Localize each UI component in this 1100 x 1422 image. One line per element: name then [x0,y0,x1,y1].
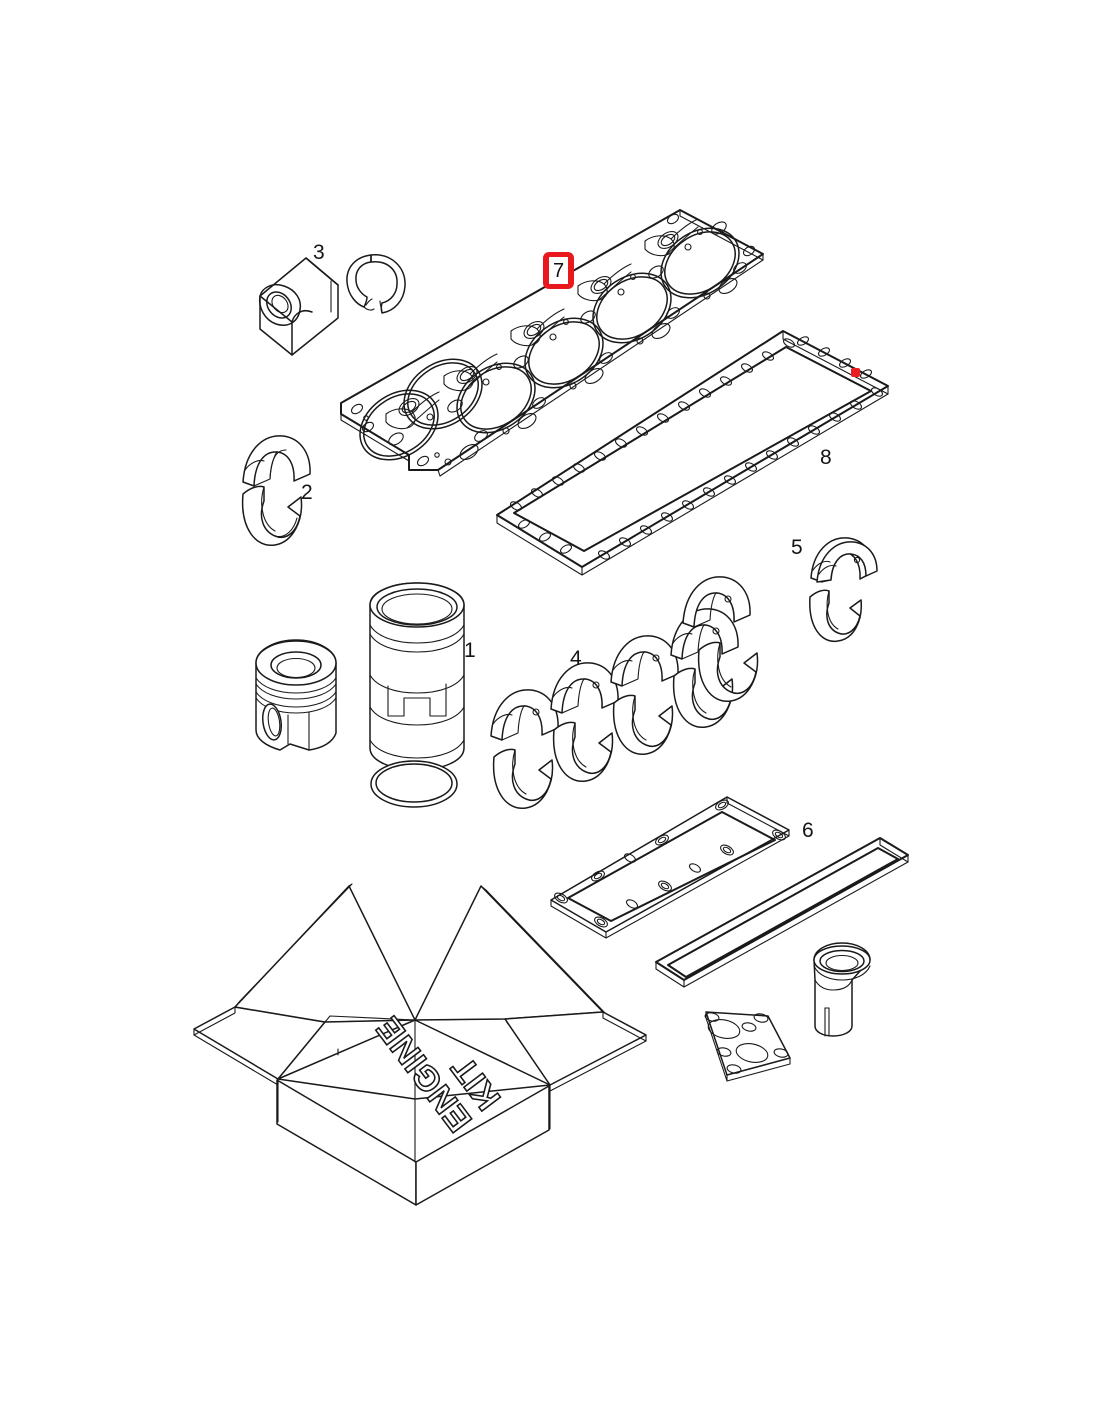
callout-label-2: 2 [301,481,313,504]
main-bearing-upper-3 [610,635,679,687]
part-valve-cover-gasket-bolted [550,796,790,939]
part-cylinder-head-gasket [340,209,764,477]
part-engine-kit-box [193,883,647,1206]
callout-label-8: 8 [820,446,832,469]
part-liner-oring [370,760,458,808]
callout-label-6: 6 [802,819,814,842]
callout-label-3: 3 [313,241,325,264]
callout-label-1: 1 [464,639,476,662]
part-rod-bearing-lower [241,485,303,546]
part-flange-gasket [704,1011,791,1082]
part-valve-guide-bushing [813,942,871,1037]
part-rod-bearing-upper [242,435,311,487]
part-valve-cover-gasket-plain [655,837,909,988]
main-bearing-upper-2 [550,662,619,714]
part-piston-pin [258,257,339,356]
part-snap-ring [346,254,406,314]
part-main-bearing-set [490,576,759,809]
main-bearing-lower-1 [492,748,554,809]
main-bearing-lower-4 [672,667,734,728]
callout-label-4: 4 [570,647,582,670]
main-bearing-lower-5 [697,641,759,702]
main-bearing-lower-2 [552,721,614,782]
part-cylinder-liner [369,582,465,771]
main-bearing-upper-1 [490,689,559,741]
part-thrust-main-bearing [809,537,878,642]
main-bearing-lower-3 [612,694,674,755]
pan-gasket-point-marker [851,368,860,377]
main-bearing-upper-5 [682,576,751,628]
callout-badge-7-value: 7 [549,257,568,284]
callout-badge-7[interactable]: 7 [543,252,574,289]
part-oil-pan-gasket [496,330,889,576]
callout-label-5: 5 [791,536,803,559]
part-piston [255,639,337,751]
